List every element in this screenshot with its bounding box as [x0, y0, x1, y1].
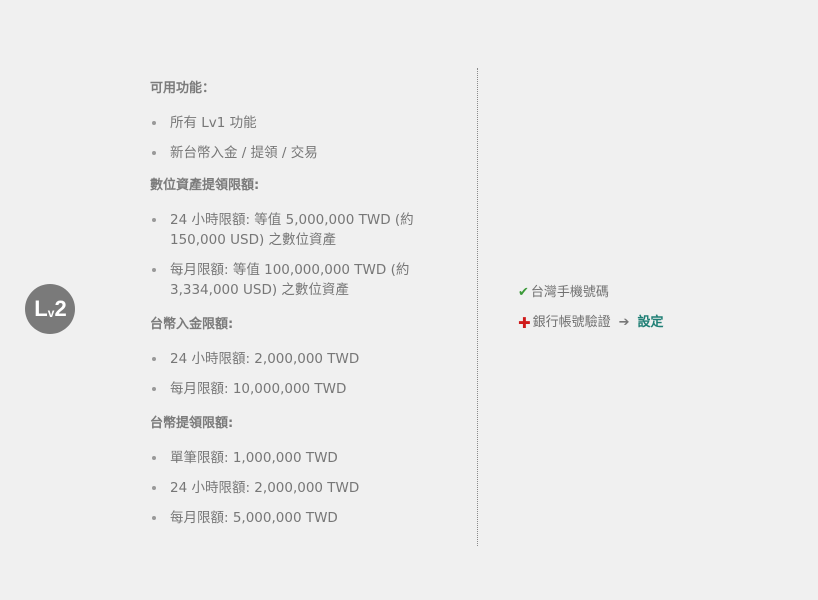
section-title: 台幣提領限額: — [150, 416, 234, 431]
level-badge-number: 2 — [54, 296, 66, 321]
feature-list: 單筆限額: 1,000,000 TWD 24 小時限額: 2,000,000 T… — [150, 448, 450, 528]
feature-list: 所有 Lv1 功能 新台幣入金 / 提領 / 交易 — [150, 113, 450, 163]
level-badge: L v 2 — [25, 284, 75, 334]
feature-list: 24 小時限額: 2,000,000 TWD 每月限額: 10,000,000 … — [150, 349, 450, 399]
section-title: 可用功能： — [150, 81, 216, 96]
list-item: 單筆限額: 1,000,000 TWD — [150, 448, 450, 468]
plus-icon: ✚ — [518, 313, 531, 332]
list-item: 新台幣入金 / 提領 / 交易 — [150, 143, 450, 163]
level-features: 可用功能： 所有 Lv1 功能 新台幣入金 / 提領 / 交易 數位資產提領限額… — [150, 79, 450, 528]
level-badge-sub: v — [47, 306, 55, 320]
list-item: 所有 Lv1 功能 — [150, 113, 450, 133]
section-twd-deposit: 台幣入金限額: 24 小時限額: 2,000,000 TWD 每月限額: 10,… — [150, 315, 450, 399]
column-divider — [477, 68, 478, 546]
list-item: 24 小時限額: 2,000,000 TWD — [150, 478, 450, 498]
check-icon: ✔ — [518, 285, 529, 300]
feature-list: 24 小時限額: 等值 5,000,000 TWD (約 150,000 USD… — [150, 210, 450, 300]
section-title: 台幣入金限額: — [150, 317, 234, 332]
requirement-bank: ✚ 銀行帳號驗證 ➔ 設定 — [518, 313, 664, 333]
requirement-label: 銀行帳號驗證 — [532, 315, 611, 330]
verification-requirements: ✔ 台灣手機號碼 ✚ 銀行帳號驗證 ➔ 設定 — [518, 283, 664, 333]
level-badge-letter: L — [34, 296, 47, 321]
list-item: 每月限額: 5,000,000 TWD — [150, 508, 450, 528]
list-item: 24 小時限額: 等值 5,000,000 TWD (約 150,000 USD… — [150, 210, 432, 250]
list-item: 每月限額: 等值 100,000,000 TWD (約 3,334,000 US… — [150, 260, 432, 300]
requirement-phone: ✔ 台灣手機號碼 — [518, 283, 664, 303]
section-twd-withdrawal: 台幣提領限額: 單筆限額: 1,000,000 TWD 24 小時限額: 2,0… — [150, 414, 450, 528]
setup-bank-link[interactable]: 設定 — [637, 315, 664, 330]
section-available-features: 可用功能： 所有 Lv1 功能 新台幣入金 / 提領 / 交易 — [150, 79, 450, 163]
list-item: 24 小時限額: 2,000,000 TWD — [150, 349, 450, 369]
section-digital-asset-withdrawal: 數位資產提領限額: 24 小時限額: 等值 5,000,000 TWD (約 1… — [150, 176, 450, 300]
arrow-right-icon: ➔ — [618, 315, 630, 330]
list-item: 每月限額: 10,000,000 TWD — [150, 379, 450, 399]
requirement-label: 台灣手機號碼 — [530, 285, 609, 300]
section-title: 數位資產提領限額: — [150, 178, 260, 193]
